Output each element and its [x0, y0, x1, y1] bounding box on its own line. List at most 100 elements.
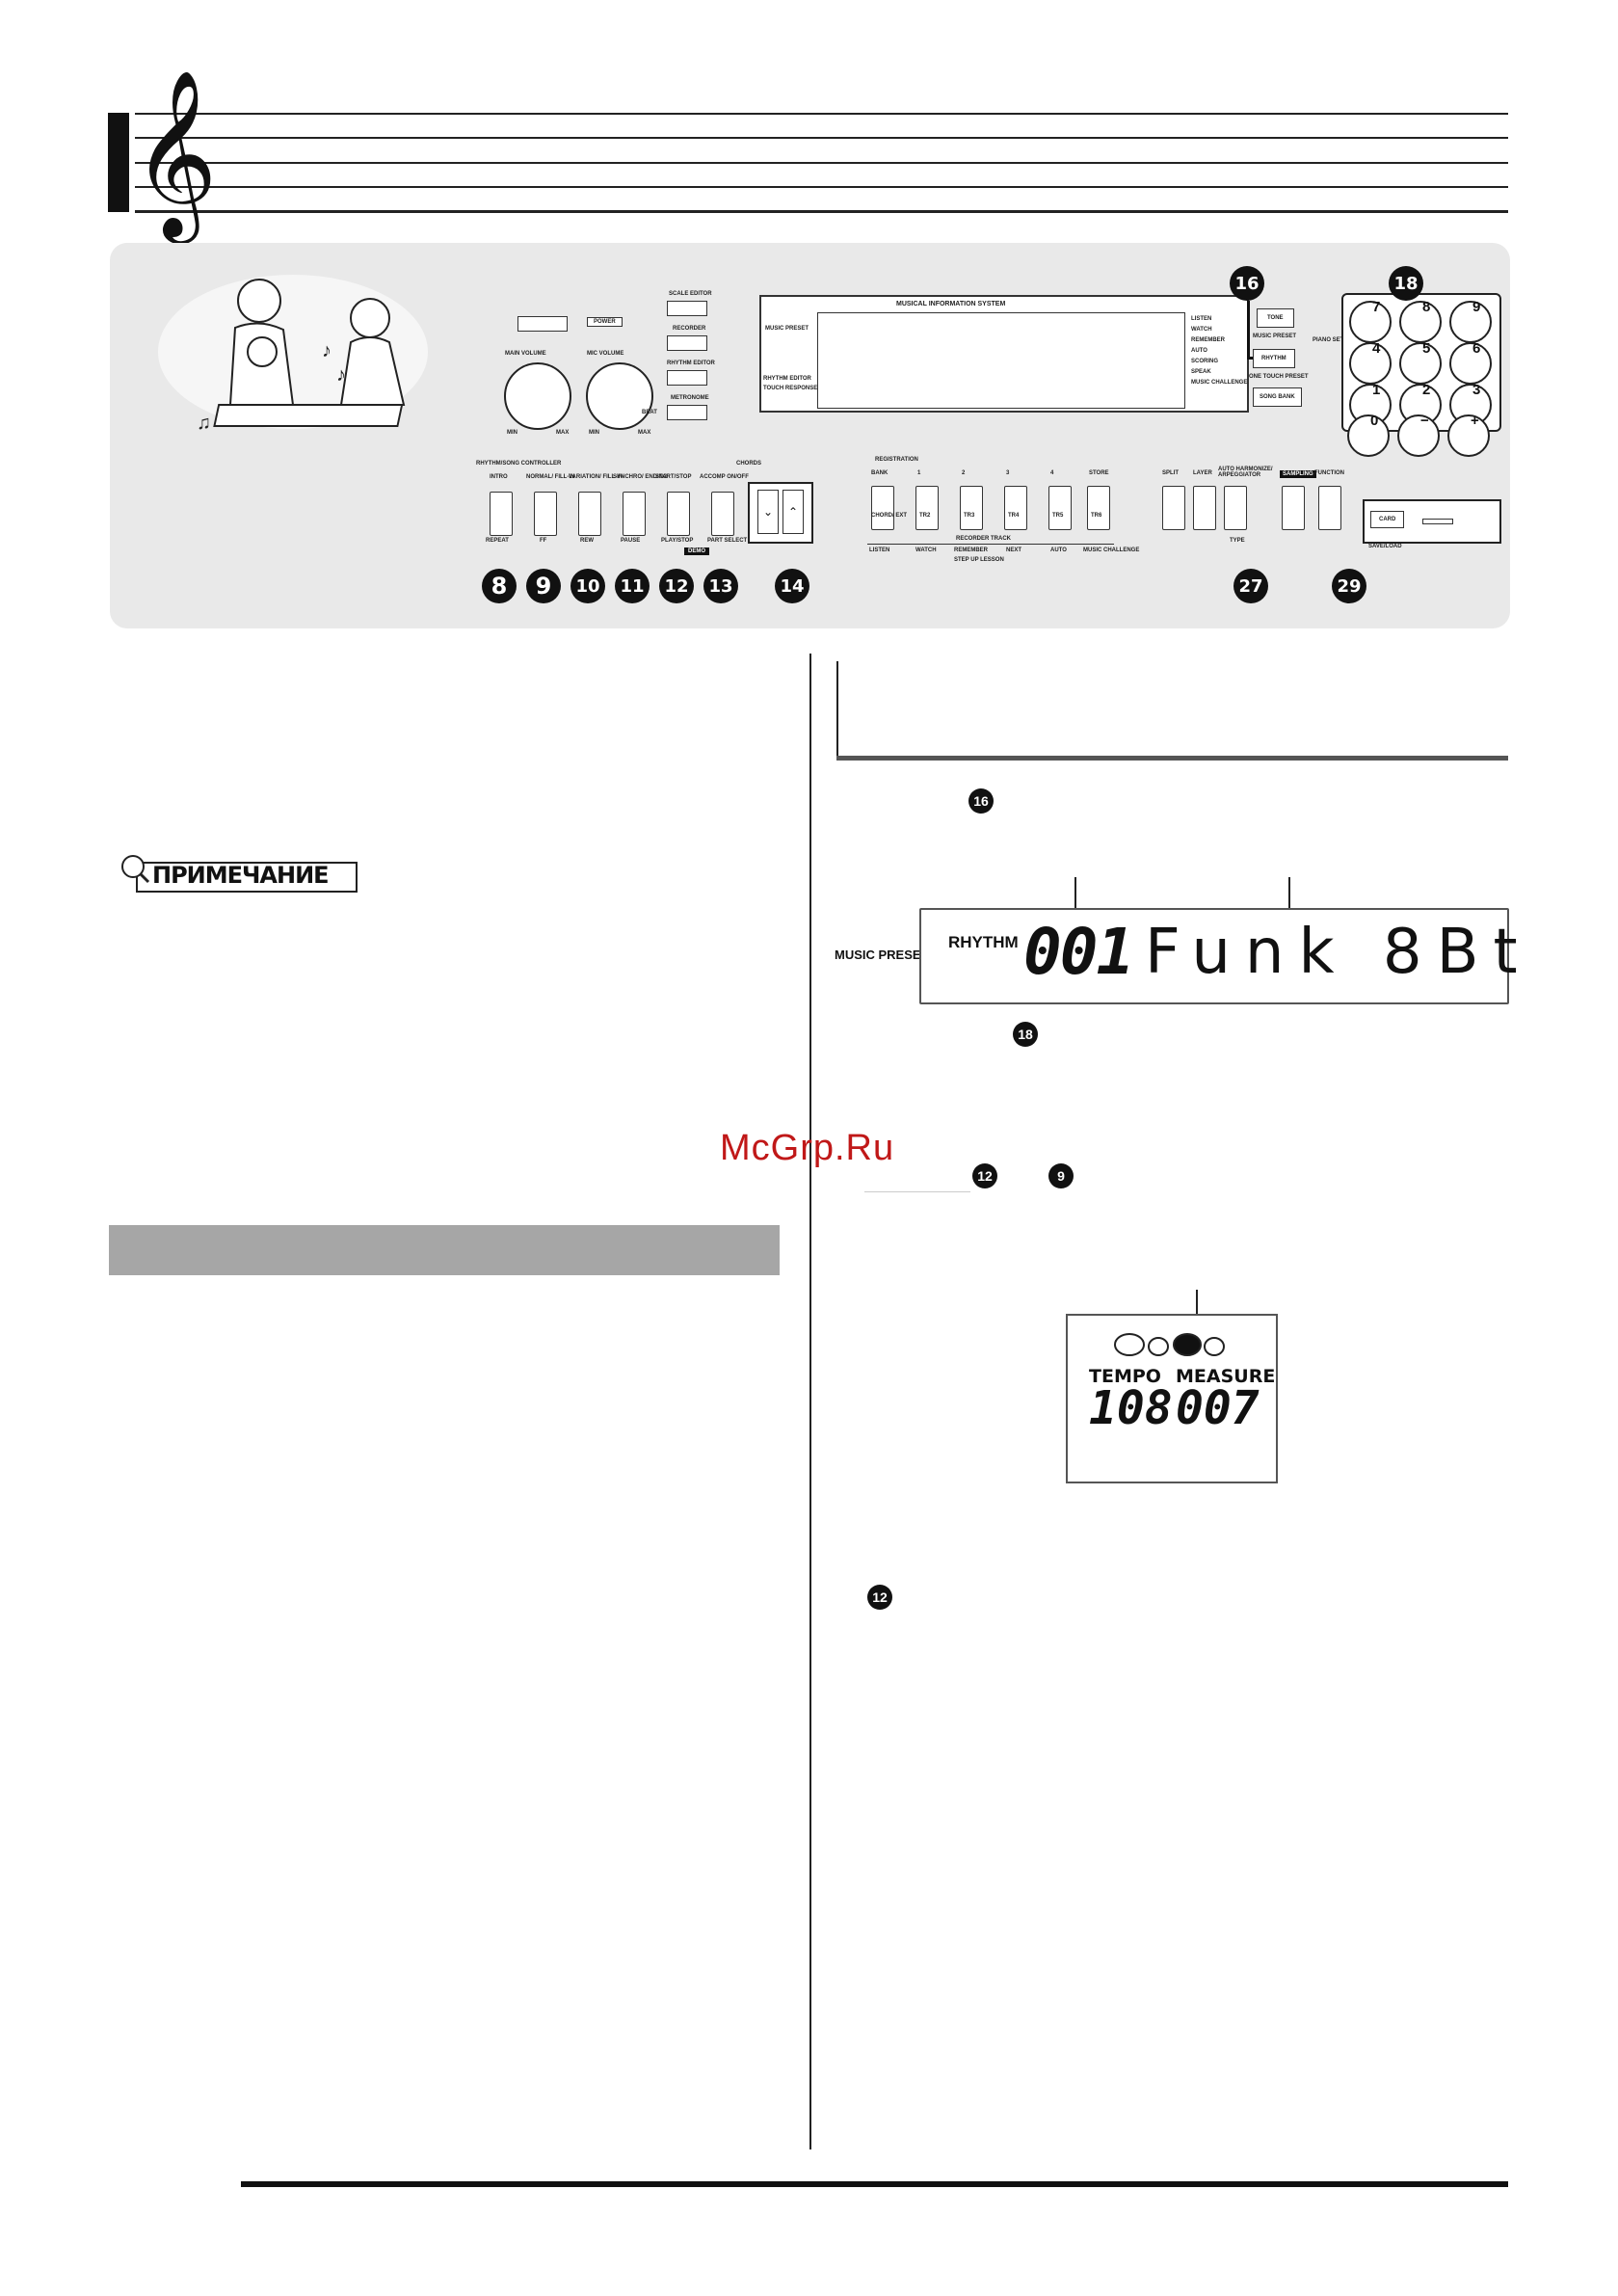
sampling-button[interactable]: [1282, 486, 1305, 530]
keypad-9-button[interactable]: [1449, 301, 1492, 343]
ff-label: FF: [540, 538, 547, 544]
synchro-ending-button[interactable]: [623, 492, 646, 536]
header-bar: [108, 113, 129, 212]
pointer-line: [1288, 877, 1290, 910]
auto-harmonize-label: AUTO HARMONIZE/ ARPEGGIATOR: [1218, 467, 1273, 478]
keypad-6-button[interactable]: [1449, 342, 1492, 385]
lcd-tempo-display: TEMPO MEASURE 108 007: [1066, 1314, 1278, 1483]
step-ref-12: 12: [867, 1585, 892, 1610]
callout-14: 14: [775, 569, 809, 603]
keypad-4-button[interactable]: [1349, 342, 1392, 385]
display-lesson-label: SPEAK: [1191, 369, 1211, 375]
track-label: TR6: [1091, 513, 1102, 519]
treble-clef-icon: 𝄞: [132, 69, 218, 237]
part-select-label: PART SELECT: [707, 538, 748, 544]
normal-fill-in-button[interactable]: [534, 492, 557, 536]
heading-frame-bottom: [836, 756, 1508, 761]
registration-2-button[interactable]: [960, 486, 983, 530]
piano-setting-label: PIANO SETTING: [1313, 337, 1358, 343]
svg-text:♫: ♫: [197, 413, 211, 434]
display-lesson-label: SCORING: [1191, 359, 1219, 364]
function-label: FUNCTION: [1314, 470, 1344, 476]
power-button[interactable]: [517, 316, 568, 332]
keyboard-display: MUSICAL INFORMATION SYSTEM MUSIC PRESET …: [759, 295, 1249, 413]
step-label: AUTO: [1050, 547, 1067, 553]
keypad-0-button[interactable]: [1347, 414, 1390, 457]
column-divider: [809, 654, 811, 2149]
normal-fill-in-label: NORMAL/ FILL-IN: [526, 474, 575, 480]
beat-indicators: [1114, 1333, 1225, 1356]
start-stop-button[interactable]: [667, 492, 690, 536]
rhythm-editor-button[interactable]: [667, 370, 707, 386]
metronome-button[interactable]: [667, 405, 707, 420]
registration-4-button[interactable]: [1048, 486, 1072, 530]
footer-rule: [241, 2181, 1508, 2187]
keypad-minus-button[interactable]: [1397, 414, 1440, 457]
recorder-label: RECORDER: [673, 326, 706, 332]
rhythm-button[interactable]: RHYTHM: [1253, 349, 1295, 368]
down-button[interactable]: ⌄: [757, 490, 779, 534]
step-label: NEXT: [1006, 547, 1022, 553]
store-button[interactable]: [1087, 486, 1110, 530]
function-button[interactable]: [1318, 486, 1341, 530]
track-label: TR2: [919, 513, 931, 519]
display-mode-label: TOUCH RESPONSE: [763, 386, 818, 391]
accomp-on-off-button[interactable]: [711, 492, 734, 536]
section-heading-bar: [109, 1225, 780, 1275]
keypad-label: 0: [1370, 413, 1379, 429]
step-ref-12: 12: [972, 1163, 997, 1188]
scale-editor-label: SCALE EDITOR: [669, 291, 712, 297]
keypad-label: 7: [1372, 299, 1381, 315]
mic-volume-knob[interactable]: [586, 362, 653, 430]
song-bank-button[interactable]: SONG BANK: [1253, 387, 1302, 407]
scale-editor-button[interactable]: [667, 301, 707, 316]
number-keypad: 7 8 9 4 5 6 1 2 3: [1341, 293, 1501, 432]
chords-label: CHORDS: [736, 461, 762, 467]
recorder-button[interactable]: [667, 335, 707, 351]
callout-12: 12: [659, 569, 694, 603]
step-up-lesson-label: STEP UP LESSON: [954, 557, 1004, 563]
split-label: SPLIT: [1162, 470, 1180, 476]
keypad-5-button[interactable]: [1399, 342, 1442, 385]
track-label: TR4: [1008, 513, 1020, 519]
keypad-label: 4: [1372, 340, 1381, 357]
callout-16: 16: [1230, 266, 1264, 301]
card-slot: CARD: [1363, 499, 1501, 544]
main-volume-knob[interactable]: [504, 362, 571, 430]
keyboard-illustration: ♪ ♪ ♫ POWER MAIN VOLUME MIC VOLUME MIN M…: [110, 243, 1510, 628]
card-button[interactable]: CARD: [1370, 511, 1405, 528]
variation-fill-in-button[interactable]: [578, 492, 601, 536]
tempo-label: TEMPO: [1089, 1366, 1161, 1387]
auto-harmonize-button[interactable]: [1224, 486, 1247, 530]
keypad-label: 8: [1422, 299, 1431, 315]
main-volume-label: MAIN VOLUME: [505, 351, 546, 357]
display-lesson-label: WATCH: [1191, 327, 1212, 333]
one-touch-preset-label: ONE TOUCH PRESET: [1249, 374, 1309, 380]
keypad-7-button[interactable]: [1349, 301, 1392, 343]
registration-3-label: 3: [1006, 470, 1010, 476]
bank-label: BANK: [871, 470, 889, 476]
registration-title: REGISTRATION: [875, 457, 918, 463]
layer-button[interactable]: [1193, 486, 1216, 530]
keypad-plus-button[interactable]: [1447, 414, 1490, 457]
note-badge: [121, 855, 358, 893]
tone-button[interactable]: TONE: [1257, 308, 1294, 328]
registration-1-button[interactable]: [915, 486, 939, 530]
pointer-line: [1074, 877, 1076, 910]
note-label: ПРИМЕЧАНИЕ: [152, 862, 330, 889]
registration-3-button[interactable]: [1004, 486, 1027, 530]
step-label: MUSIC CHALLENGE: [1083, 547, 1140, 553]
split-button[interactable]: [1162, 486, 1185, 530]
registration-1-label: 1: [917, 470, 921, 476]
tempo-value: 108: [1089, 1381, 1173, 1435]
display-lesson-label: AUTO: [1191, 348, 1207, 354]
intro-button[interactable]: [490, 492, 513, 536]
metronome-label: METRONOME: [671, 395, 709, 401]
divider: [867, 544, 1114, 545]
up-button[interactable]: ⌃: [782, 490, 804, 534]
bank-button[interactable]: [871, 486, 894, 530]
min-label: MIN: [589, 430, 599, 436]
track-label: TR5: [1052, 513, 1064, 519]
staff-line: [135, 137, 1508, 139]
keypad-8-button[interactable]: [1399, 301, 1442, 343]
